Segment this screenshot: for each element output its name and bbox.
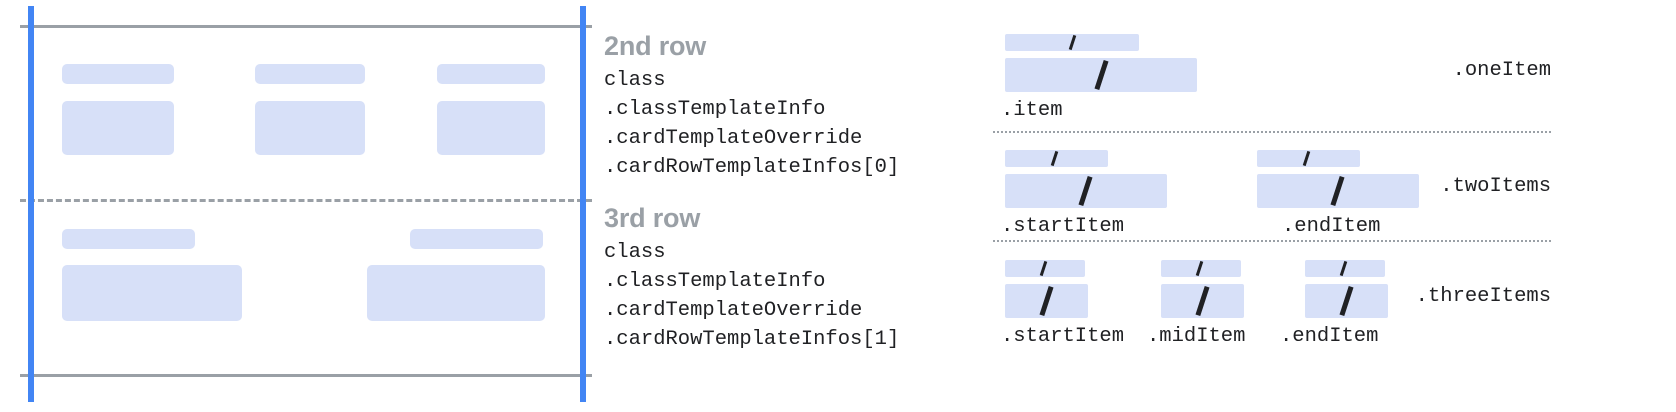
item-cap-two-items-start <box>1005 150 1108 167</box>
item-layout-legend: .item .oneItem .startItem <box>975 0 1676 412</box>
layout-section-two-items: .startItem .endItem .twoItems <box>975 138 1676 248</box>
preview-row-3 <box>0 199 600 375</box>
layout-section-one-item: .item .oneItem <box>975 22 1676 132</box>
annotation-code-line-2nd-row-2: .cardTemplateOverride <box>604 127 863 150</box>
layout-divider-dotted-line-1 <box>993 131 1551 133</box>
right-margin-guide-line <box>580 6 586 402</box>
annotation-code-line-3rd-row-1: .classTemplateInfo <box>604 270 826 293</box>
slash-icon <box>1195 285 1210 317</box>
placeholder-label-r2c2 <box>255 64 365 84</box>
item-body-two-items-end <box>1257 174 1419 208</box>
left-margin-guide-line <box>28 6 34 402</box>
item-cap-three-items-start <box>1005 260 1085 277</box>
slash-icon <box>1094 59 1109 91</box>
placeholder-body-r3c1 <box>62 265 242 321</box>
placeholder-body-r2c2 <box>255 101 365 155</box>
layout-section-three-items: .startItem .midItem .endItem <box>975 248 1676 360</box>
layout-section-label-three-items: .threeItems <box>1415 285 1551 308</box>
annotation-column: 2nd row class .classTemplateInfo .cardTe… <box>604 0 940 412</box>
item-cap-three-items-end <box>1305 260 1385 277</box>
item-cap-one-item <box>1005 34 1139 51</box>
slash-icon <box>1068 34 1077 51</box>
slash-icon <box>1078 175 1093 207</box>
slash-icon <box>1050 150 1059 167</box>
placeholder-body-r3c2 <box>367 265 545 321</box>
annotation-title-2nd-row: 2nd row <box>604 31 707 61</box>
annotation-code-line-3rd-row-3: .cardRowTemplateInfos[1] <box>604 328 900 351</box>
slash-icon <box>1302 150 1311 167</box>
item-label-two-items-0: .startItem <box>1001 215 1125 238</box>
item-label-three-items-2: .endItem <box>1280 325 1379 348</box>
placeholder-body-r2c3 <box>437 101 545 155</box>
preview-row-2 <box>0 0 600 199</box>
slash-icon <box>1039 285 1054 317</box>
annotation-code-line-2nd-row-0: class <box>604 69 666 92</box>
layout-section-label-two-items: .twoItems <box>1440 175 1551 198</box>
item-body-three-items-end <box>1305 284 1388 318</box>
layout-divider-dotted-line-2 <box>993 240 1551 242</box>
layout-section-label-one-item: .oneItem <box>1452 59 1551 82</box>
card-bottom-boundary-line <box>20 374 592 377</box>
placeholder-body-r2c1 <box>62 101 174 155</box>
item-label-one-item-0: .item <box>1001 99 1063 122</box>
annotation-code-line-2nd-row-3: .cardRowTemplateInfos[0] <box>604 156 900 179</box>
card-top-boundary-line <box>20 25 592 28</box>
item-cap-two-items-end <box>1257 150 1360 167</box>
item-body-one-item <box>1005 58 1197 92</box>
annotation-title-3rd-row: 3rd row <box>604 203 701 233</box>
item-label-three-items-0: .startItem <box>1001 325 1125 348</box>
row-divider-dashed-line <box>20 199 592 202</box>
card-row-preview <box>0 0 600 412</box>
annotation-code-line-3rd-row-0: class <box>604 241 666 264</box>
placeholder-label-r3c1 <box>62 229 195 249</box>
annotation-group-3rd-row: 3rd row class .classTemplateInfo .cardTe… <box>604 202 940 354</box>
annotation-group-2nd-row: 2nd row class .classTemplateInfo .cardTe… <box>604 30 940 182</box>
annotation-code-line-3rd-row-2: .cardTemplateOverride <box>604 299 863 322</box>
item-body-two-items-start <box>1005 174 1167 208</box>
item-body-three-items-mid <box>1161 284 1244 318</box>
item-cap-three-items-mid <box>1161 260 1241 277</box>
placeholder-label-r2c3 <box>437 64 545 84</box>
placeholder-label-r2c1 <box>62 64 174 84</box>
placeholder-label-r3c2 <box>410 229 543 249</box>
slash-icon <box>1195 260 1204 277</box>
item-label-two-items-1: .endItem <box>1282 215 1381 238</box>
annotation-code-line-2nd-row-1: .classTemplateInfo <box>604 98 826 121</box>
slash-icon <box>1339 260 1348 277</box>
item-body-three-items-start <box>1005 284 1088 318</box>
slash-icon <box>1039 260 1048 277</box>
item-label-three-items-1: .midItem <box>1147 325 1246 348</box>
